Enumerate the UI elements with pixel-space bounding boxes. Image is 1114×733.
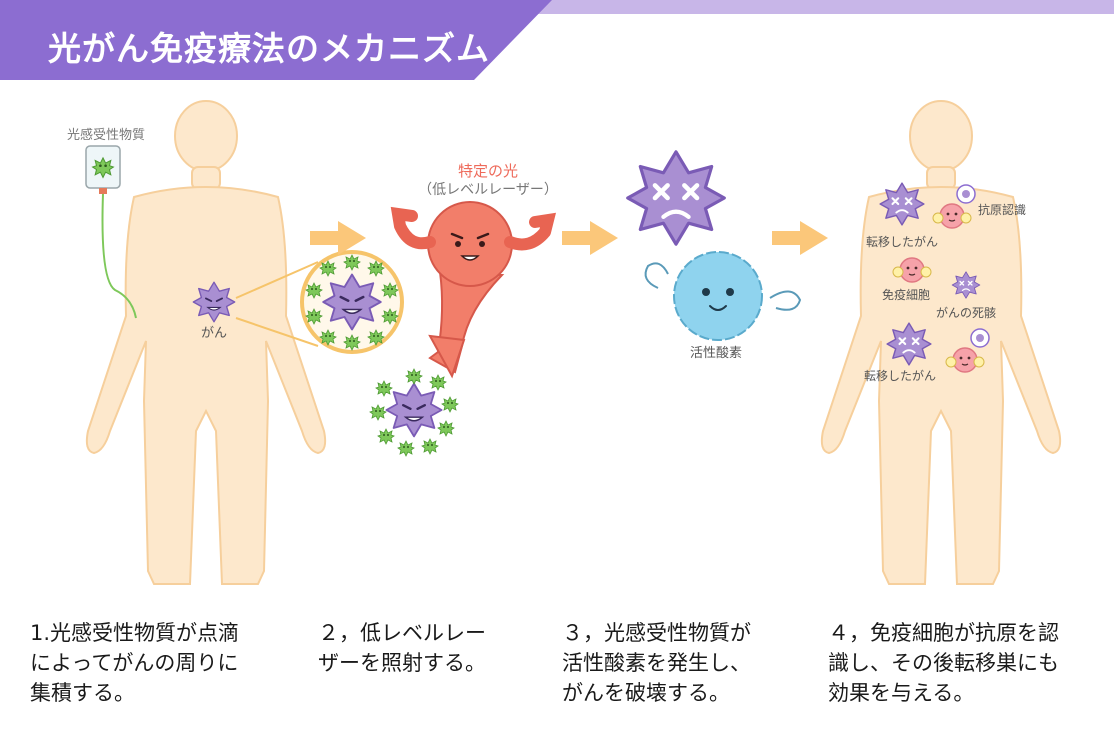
dead-cancer-icon: [951, 271, 981, 299]
zoom-circle: [300, 250, 404, 354]
human-body-2: [820, 100, 1062, 585]
active-oxygen-character: [644, 251, 802, 341]
cancer-label: がん: [201, 326, 227, 341]
iv-tube: [101, 193, 137, 319]
drug-particle: [319, 329, 337, 346]
metastatic-cancer-label-2: 転移したがん: [864, 368, 936, 383]
cancer-icon: [192, 281, 236, 323]
drug-particle: [305, 282, 323, 299]
drug-particle: [305, 308, 323, 325]
drug-particle: [437, 420, 455, 437]
active-oxygen-label: 活性酸素: [690, 346, 742, 361]
drug-particle: [369, 404, 387, 421]
drug-particle: [367, 260, 385, 277]
metastatic-cancer-icon-1: [879, 182, 925, 226]
low-level-laser-label: （低レベルレーザー）: [418, 182, 558, 198]
photosensitizer-label: 光感受性物質: [67, 127, 145, 143]
zoomed-cancer-icon: [322, 273, 382, 331]
dead-cancer-label: がんの死骸: [936, 305, 996, 320]
drug-particle: [405, 368, 423, 385]
drip-drug-icon: [91, 157, 115, 179]
step-2-caption: ２，低レベルレー ザーを照射する。: [318, 621, 486, 675]
drug-particle: [429, 374, 447, 391]
drug-particle: [397, 440, 415, 457]
drug-particle: [421, 438, 439, 455]
antigen-recognition-label: 抗原認識: [978, 202, 1026, 217]
page-title: 光がん免疫療法のメカニズム: [48, 29, 490, 68]
dying-cancer-icon: [628, 152, 725, 244]
step-arrow-3: [772, 221, 828, 255]
drug-particle: [375, 380, 393, 397]
step-arrow-2: [562, 221, 618, 255]
target-cancer-icon: [385, 382, 443, 438]
drug-particle: [343, 334, 361, 351]
metastatic-cancer-label-1: 転移したがん: [866, 234, 938, 249]
step-3-caption: ３，光感受性物質が 活性酸素を発生し、 がんを破壊する。: [562, 621, 751, 705]
laser-character: [390, 201, 557, 379]
step-4-caption: ４，免疫細胞が抗原を認 識し、その後転移巣にも 効果を与える。: [828, 621, 1059, 705]
speech-bubble-icon: [956, 184, 976, 204]
drug-particle: [343, 254, 361, 271]
speech-bubble-icon: [970, 328, 990, 348]
metastatic-cancer-icon-2: [886, 322, 932, 366]
step-arrow-1: [310, 221, 366, 255]
banner-main: [0, 0, 552, 80]
banner-light-stripe: [530, 0, 1114, 14]
drug-particle: [441, 396, 459, 413]
title-banner: [0, 0, 1114, 80]
immune-cell-label: 免疫細胞: [882, 287, 930, 302]
drug-particle: [381, 308, 399, 325]
iv-drip-bag: [85, 145, 121, 194]
drug-particle: [319, 260, 337, 277]
drug-particle: [381, 282, 399, 299]
human-body-1: [85, 100, 327, 585]
special-light-label: 特定の光: [458, 162, 518, 180]
step-1-caption: 1.光感受性物質が点滴 によってがんの周りに 集積する。: [30, 621, 240, 705]
drug-particle: [367, 329, 385, 346]
drug-particle: [377, 428, 395, 445]
zoom-lines: [235, 261, 319, 347]
target-cancer-with-drug: [369, 368, 459, 457]
